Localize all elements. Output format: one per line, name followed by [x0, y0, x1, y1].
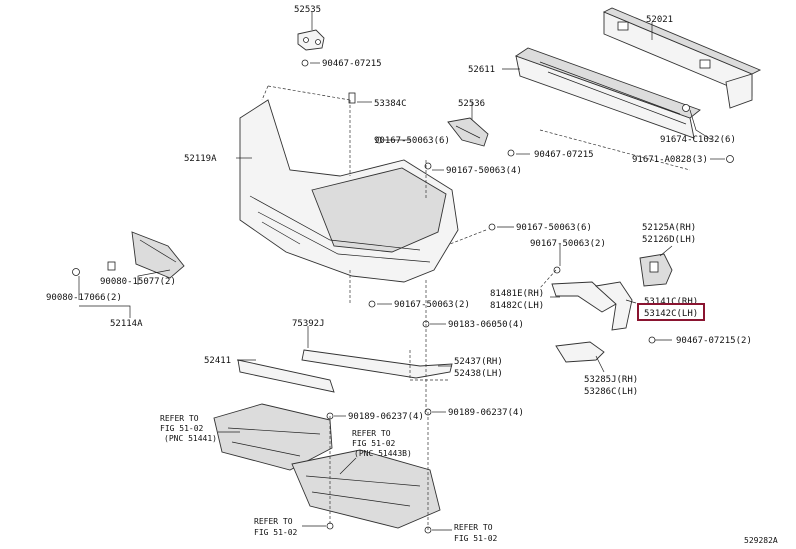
- label-53286c[interactable]: 53286C(LH): [584, 387, 638, 397]
- screw-90080-17066-drawing: [72, 268, 80, 276]
- bracket-52536-drawing: [447, 117, 489, 147]
- label-91671-a0828[interactable]: 91671-A0828(3): [632, 155, 708, 165]
- label-53384c[interactable]: 53384C: [374, 99, 407, 109]
- moulding-52411-drawing: [237, 359, 335, 393]
- label-90167-50063-6a[interactable]: 90167-50063(6): [374, 136, 450, 146]
- clip-90167-2a-drawing: [368, 300, 376, 308]
- reference-note-pnc-51441[interactable]: REFER TO FIG 51-02 (PNC 51441): [160, 414, 217, 443]
- highlight-53142c: [637, 303, 705, 321]
- label-52536[interactable]: 52536: [458, 99, 485, 109]
- reference-line-3: (PNC 51443B): [354, 449, 412, 458]
- label-90080-15077[interactable]: 90080-15077(2): [100, 277, 176, 287]
- reference-note-bottom-left[interactable]: REFER TO FIG 51-02: [254, 517, 298, 537]
- seal-53285j-drawing: [555, 341, 605, 363]
- label-52114a[interactable]: 52114A: [110, 319, 143, 329]
- leader-lines: [78, 12, 725, 531]
- label-90189-06237-a[interactable]: 90189-06237(4): [348, 412, 424, 422]
- reference-note-pnc-51443b[interactable]: REFER TO FIG 51-02 (PNC 51443B): [352, 429, 412, 458]
- label-90183-06050[interactable]: 90183-06050(4): [448, 320, 524, 330]
- label-91674-c1032[interactable]: 91674-C1032(6): [660, 135, 736, 145]
- bolt-91674-drawing: [682, 104, 690, 112]
- label-52611[interactable]: 52611: [468, 65, 495, 75]
- label-52119a[interactable]: 52119A: [184, 154, 217, 164]
- assembly-lines: [261, 85, 691, 530]
- reference-line-1: REFER TO: [254, 517, 293, 526]
- spoiler-52437-drawing: [301, 349, 453, 379]
- reference-line-2: FIG 51-02: [352, 439, 396, 448]
- clip-90467-top-drawing: [301, 59, 309, 67]
- label-90467-07215-low[interactable]: 90467-07215(2): [676, 336, 752, 346]
- clip-90167-4-drawing: [424, 162, 432, 170]
- label-53285j[interactable]: 53285J(RH): [584, 375, 638, 385]
- bracket-52535-drawing: [297, 29, 325, 51]
- diagram-id: 529282A: [744, 536, 778, 545]
- label-90189-06237-b[interactable]: 90189-06237(4): [448, 408, 524, 418]
- bracket-52125a-drawing: [639, 253, 673, 287]
- reference-line-2: FIG 51-02: [454, 534, 498, 543]
- label-52411[interactable]: 52411: [204, 356, 231, 366]
- label-90167-50063-2b[interactable]: 90167-50063(2): [394, 300, 470, 310]
- undercover-51441-drawing: [213, 403, 333, 471]
- label-52021[interactable]: 52021: [646, 15, 673, 25]
- reference-line-2: FIG 51-02: [160, 424, 204, 433]
- clip-90167-6a-drawing: [375, 136, 383, 144]
- label-81482c[interactable]: 81482C(LH): [490, 301, 544, 311]
- reference-line-1: REFER TO: [160, 414, 199, 423]
- bolt-91671-drawing: [726, 155, 734, 163]
- label-90167-50063-6b[interactable]: 90167-50063(6): [516, 223, 592, 233]
- reference-line-2: FIG 51-02: [254, 528, 298, 537]
- reference-line-1: REFER TO: [454, 523, 493, 532]
- label-90167-50063-4[interactable]: 90167-50063(4): [446, 166, 522, 176]
- clip-90467-low-drawing: [648, 336, 656, 344]
- undercover-51443b-drawing: [291, 449, 441, 529]
- label-75392j[interactable]: 75392J: [292, 319, 325, 329]
- label-52438[interactable]: 52438(LH): [454, 369, 503, 379]
- label-90080-17066[interactable]: 90080-17066(2): [46, 293, 122, 303]
- bracket-53141c-drawing: [595, 281, 633, 331]
- label-90467-07215-top[interactable]: 90467-07215: [322, 59, 382, 69]
- reference-line-3: (PNC 51441): [164, 434, 217, 443]
- label-52535[interactable]: 52535: [294, 5, 321, 15]
- reference-line-1: REFER TO: [352, 429, 391, 438]
- label-81481e[interactable]: 81481E(RH): [490, 289, 544, 299]
- clip-90467-mid-drawing: [507, 149, 515, 157]
- label-52126d[interactable]: 52126D(LH): [642, 235, 696, 245]
- label-53142c[interactable]: 53142C(LH): [644, 309, 698, 319]
- label-90167-50063-2a[interactable]: 90167-50063(2): [530, 239, 606, 249]
- clip-53384c-drawing: [348, 92, 356, 104]
- label-90467-07215-mid[interactable]: 90467-07215: [534, 150, 594, 160]
- bumper-cover-52119a-drawing: [239, 99, 459, 283]
- reference-note-bottom-right[interactable]: REFER TO FIG 51-02: [454, 523, 498, 543]
- clip-90167-2b-drawing: [553, 266, 561, 274]
- reinforcement-52021-drawing: [602, 7, 762, 109]
- label-53141c[interactable]: 53141C(RH): [644, 297, 698, 307]
- label-52125a[interactable]: 52125A(RH): [642, 223, 696, 233]
- label-52437[interactable]: 52437(RH): [454, 357, 503, 367]
- clip-90167-6b-drawing: [488, 223, 496, 231]
- retainer-52114a-drawing: [107, 231, 185, 279]
